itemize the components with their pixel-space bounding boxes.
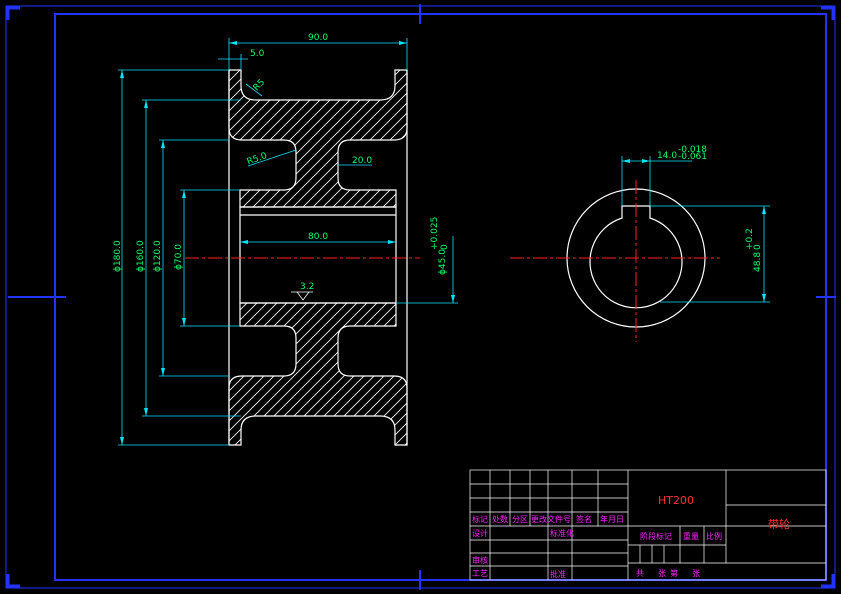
- tb-count: 处数: [492, 514, 508, 524]
- end-view-dimensions: [621, 156, 770, 303]
- section-dimensions: [118, 38, 458, 446]
- dim-keyway-depth-tol-upper: +0.2: [745, 228, 755, 250]
- tb-process: 工艺: [472, 569, 488, 578]
- tb-stage-mark: 阶段标记: [640, 531, 672, 541]
- dim-diameter-180: ϕ180.0: [113, 240, 123, 272]
- tb-sheet-of: 张: [658, 569, 666, 578]
- dim-web-width: 20.0: [352, 156, 372, 166]
- tb-sheet-no: 第: [670, 568, 678, 578]
- tb-signature: 签名: [576, 514, 592, 524]
- dim-keyway-tol-upper: -0.018: [678, 145, 707, 155]
- tb-date: 年月日: [600, 514, 624, 524]
- tb-sheet-end: 张: [692, 569, 700, 578]
- end-view: [510, 180, 720, 342]
- dim-keyway-depth: 48.8: [753, 252, 763, 272]
- dim-keyway-width: 14.0: [657, 151, 677, 161]
- tb-design: 设计: [472, 528, 488, 538]
- tb-sheets: 共: [636, 569, 644, 578]
- drawing-frame: [5, 4, 836, 590]
- dim-bore-tol-lower: 0: [440, 244, 450, 250]
- material-label: HT200: [658, 494, 694, 507]
- dim-fillet-radius-top: R5: [252, 78, 268, 94]
- section-view: [185, 69, 420, 446]
- dim-bore-diameter: ϕ45.0: [438, 249, 448, 275]
- tb-approve: 批准: [550, 569, 566, 579]
- part-name-label: 带轮: [768, 517, 790, 531]
- dim-keyway-tol-lower: -0.061: [678, 152, 707, 162]
- dim-surface-finish: 3.2: [300, 282, 314, 292]
- tb-scale: 比例: [706, 531, 722, 541]
- dim-diameter-160: ϕ160.0: [136, 240, 146, 272]
- tb-zone: 分区: [512, 515, 528, 524]
- tb-review: 审核: [472, 555, 488, 565]
- tb-mark: 标记: [472, 514, 488, 524]
- surface-finish-symbol: [291, 291, 313, 301]
- dim-bore-length: 80.0: [308, 232, 328, 242]
- tb-standardization: 标准化: [550, 528, 574, 538]
- dim-overall-width: 90.0: [308, 33, 328, 43]
- tb-change-doc: 更改文件号: [531, 514, 571, 524]
- dim-fillet-radius: R5.0: [246, 151, 269, 168]
- tb-weight: 重量: [683, 531, 699, 541]
- title-block: [469, 469, 827, 581]
- dim-flange-width: 5.0: [250, 49, 265, 59]
- dim-keyway-depth-tol-lower: 0: [753, 244, 763, 250]
- dim-diameter-120: ϕ120.0: [153, 240, 163, 272]
- dim-diameter-70: ϕ70.0: [174, 244, 184, 270]
- dim-bore-tol-upper: +0.025: [430, 217, 440, 250]
